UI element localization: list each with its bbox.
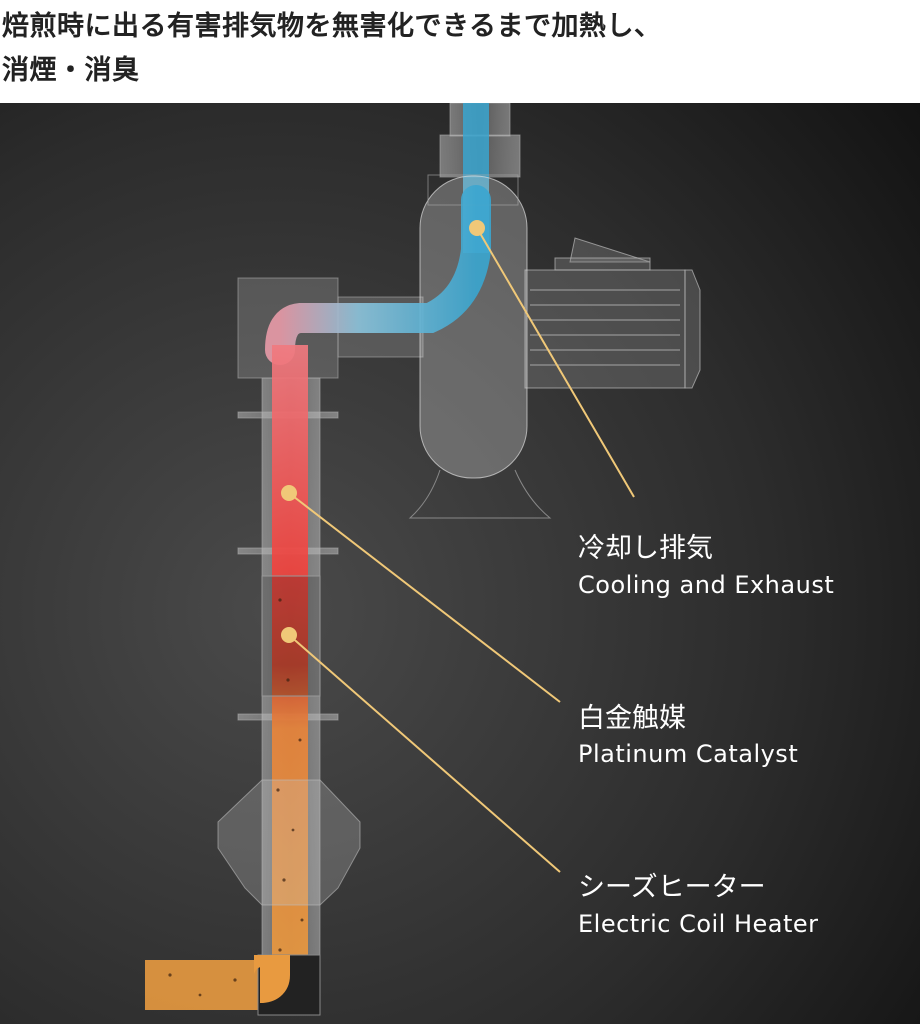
fan-motor bbox=[524, 237, 701, 389]
callout-dot-heater bbox=[281, 627, 297, 643]
callout-line-heater bbox=[288, 634, 561, 873]
hot-airflow bbox=[272, 345, 308, 985]
coil-heater bbox=[217, 779, 361, 906]
label-heater-jp: シーズヒーター bbox=[578, 872, 766, 903]
cool-airflow bbox=[265, 185, 491, 365]
exhaust-system-diagram: 冷却し排気 Cooling and Exhaust 白金触媒 Platinum … bbox=[0, 103, 920, 1024]
label-cooling-jp: 冷却し排気 bbox=[578, 533, 713, 564]
label-catalyst-en: Platinum Catalyst bbox=[578, 740, 798, 768]
label-catalyst-jp: 白金触媒 bbox=[578, 703, 686, 734]
heading-line-2: 消煙・消臭 bbox=[2, 55, 140, 86]
callout-dot-cooling bbox=[469, 220, 485, 236]
callout-line-cooling bbox=[476, 227, 635, 498]
fan-stand bbox=[408, 469, 552, 519]
label-heater-en: Electric Coil Heater bbox=[578, 910, 819, 938]
heading-line-1: 焙煎時に出る有害排気物を無害化できるまで加熱し、 bbox=[2, 11, 662, 42]
callout-dot-catalyst bbox=[281, 485, 297, 501]
inlet-elbow bbox=[145, 954, 321, 1016]
label-cooling-en: Cooling and Exhaust bbox=[578, 571, 834, 599]
callout-line-catalyst bbox=[288, 492, 561, 703]
